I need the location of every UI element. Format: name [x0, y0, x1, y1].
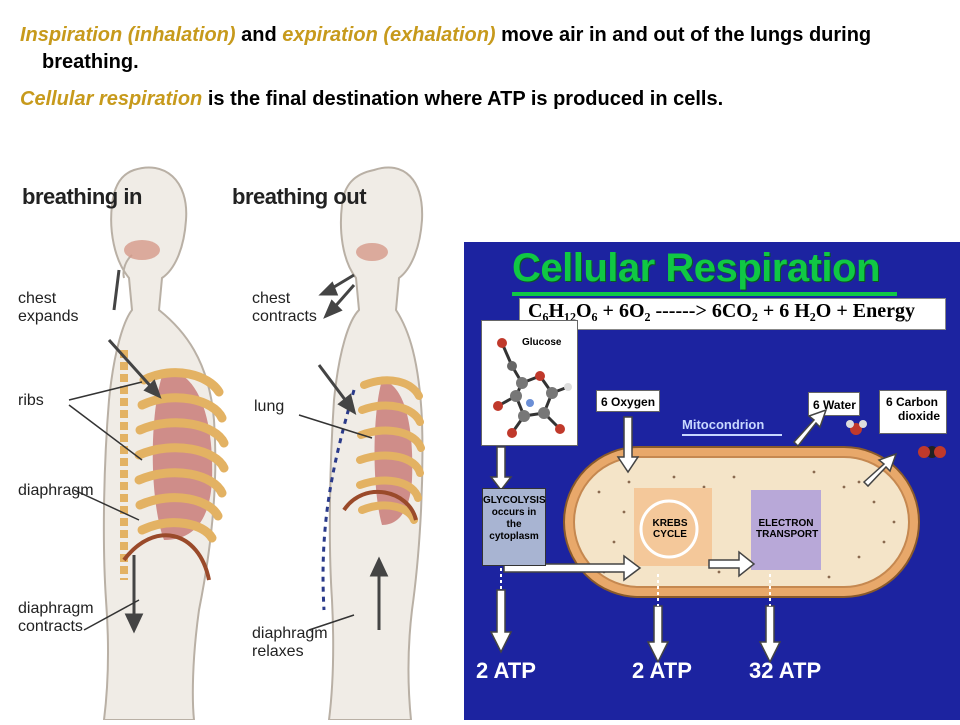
glucose-box: Glucose	[481, 320, 578, 446]
krebs-cycle-label: KREBS CYCLE	[652, 518, 688, 540]
co2-label-line1: 6 Carbon	[886, 395, 939, 409]
oxygen-label: 6 Oxygen	[601, 395, 656, 409]
term-cellular-respiration: Cellular respiration	[20, 88, 203, 110]
cellular-respiration-panel: Cellular Respiration C₆H₁₂O₆ + 6O₂ -----…	[464, 242, 960, 720]
label-chest-expands: chest expands	[18, 290, 79, 325]
intro-text: Inspiration (inhalation) and expiration …	[20, 22, 950, 123]
electron-transport-box-bg	[751, 490, 821, 570]
water-box: 6 Water	[808, 392, 860, 416]
water-label: 6 Water	[813, 398, 856, 412]
glucose-molecule-icon	[493, 338, 572, 438]
mitochondrion-label: Mitocondrion	[682, 417, 765, 432]
atp-glycolysis: 2 ATP	[476, 658, 536, 683]
term-expiration: expiration (exhalation)	[282, 24, 496, 46]
paragraph-breathing: Inspiration (inhalation) and expiration …	[20, 22, 950, 76]
arrows-out	[317, 273, 389, 630]
flow-arrows	[489, 408, 898, 664]
mitochondrion-underline	[682, 434, 782, 436]
text-breathing-rest: move air in and out of the lungs during …	[42, 24, 872, 73]
label-chest-contracts: chest contracts	[252, 290, 317, 325]
co2-label-line2: dioxide	[898, 409, 941, 423]
cellular-respiration-title: Cellular Respiration	[512, 246, 880, 290]
ribs-in	[134, 368, 229, 543]
term-inspiration: Inspiration (inhalation)	[20, 24, 236, 46]
text-cellular-rest: is the final destination where ATP is pr…	[202, 88, 724, 110]
cellular-respiration-diagram	[489, 408, 946, 664]
equation-box: C₆H₁₂O₆ + 6O₂ ------> 6CO₂ + 6 H₂O + Ene…	[519, 298, 946, 330]
breathing-illustration	[68, 166, 425, 721]
title-underline	[512, 292, 897, 296]
electron-transport-label: ELECTRON TRANSPORT	[756, 518, 819, 540]
label-diaphragm-relaxes: diaphragm relaxes	[252, 625, 328, 660]
ribs-out	[356, 376, 425, 524]
glycolysis-box: GLYCOLYSIS occurs in the cytoplasm	[482, 488, 546, 566]
oxygen-box: 6 Oxygen	[596, 390, 660, 412]
paragraph-cellular: Cellular respiration is the final destin…	[20, 86, 950, 113]
water-molecule-icon	[846, 420, 867, 435]
krebs-cycle-icon	[639, 499, 699, 559]
glucose-label: Glucose	[522, 337, 562, 348]
co2-box: 6 Carbon dioxide	[879, 390, 947, 434]
title-breathing-in: breathing in	[22, 184, 142, 209]
label-lung: lung	[254, 398, 285, 415]
label-ribs: ribs	[18, 392, 44, 409]
co2-molecule-icon	[918, 446, 946, 458]
breathing-figure: breathing in breathing out chest expands…	[14, 160, 464, 721]
atp-electron-transport: 32 ATP	[749, 658, 822, 683]
text-and: and	[235, 24, 283, 46]
arrows-in	[107, 269, 162, 634]
title-breathing-out: breathing out	[232, 184, 367, 209]
equation-text: C₆H₁₂O₆ + 6O₂ ------> 6CO₂ + 6 H₂O + Ene…	[528, 300, 915, 322]
breathing-out-body	[298, 166, 425, 721]
label-diaphragm-contracts: diaphragm contracts	[18, 600, 94, 635]
breathing-in-body	[68, 166, 229, 721]
atp-krebs: 2 ATP	[632, 658, 692, 683]
label-diaphragm: diaphragm	[18, 482, 94, 499]
